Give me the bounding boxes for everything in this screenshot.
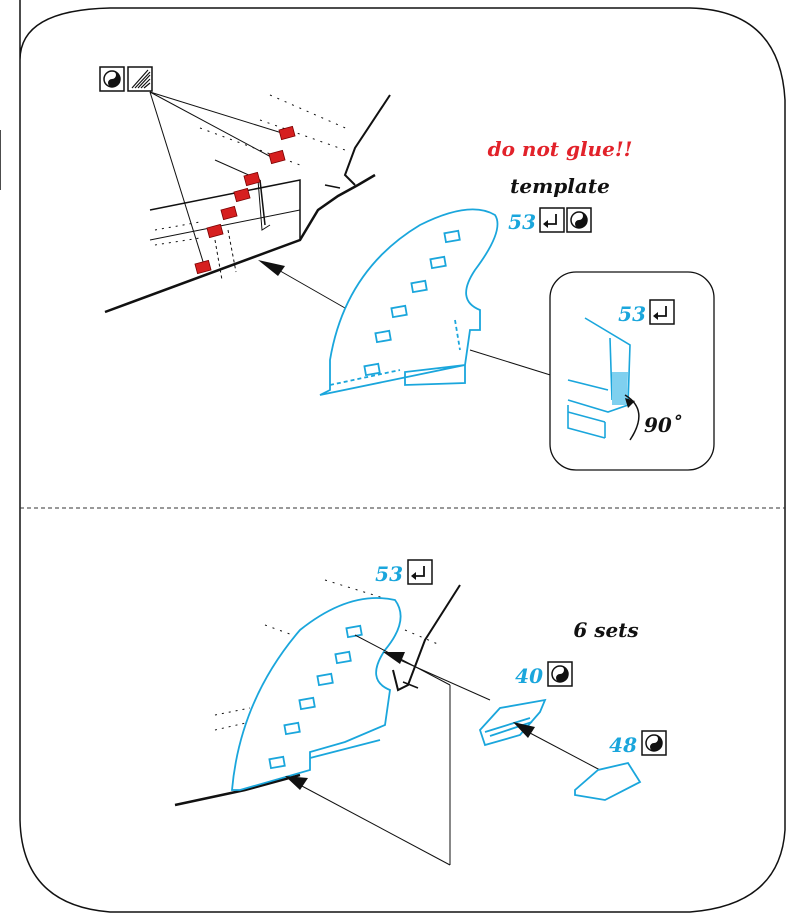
warning-label: do not glue!! [488, 137, 633, 161]
top-section: do not glue!! template 53 53 90˚ [99, 66, 715, 471]
glue-spots [194, 125, 296, 275]
sets-label: 6 sets [573, 618, 638, 642]
glue-icon [127, 66, 153, 92]
deck-structure-bottom [174, 579, 461, 807]
part-number-53: 53 [508, 210, 536, 234]
glue-spot [233, 187, 251, 203]
bottom-part-number-53: 53 [375, 562, 403, 586]
arrowhead [383, 652, 405, 664]
arrowhead [285, 776, 308, 790]
glue-spot [194, 259, 212, 275]
sheet-frame [19, 0, 786, 913]
glue-spot [268, 149, 286, 165]
glue-spot [278, 125, 296, 141]
paint-icon [547, 661, 573, 687]
glue-spot [206, 223, 224, 239]
inset-part-number-53: 53 [618, 302, 646, 326]
deck-structure [104, 94, 391, 314]
bottom-section: 53 6 sets 40 48 [174, 559, 667, 866]
paint-icon [99, 66, 125, 92]
bend-icon [407, 559, 433, 585]
fin-part-53 [231, 597, 402, 791]
part-number-48: 48 [609, 733, 637, 757]
angle-label: 90˚ [644, 413, 682, 437]
part-number-40: 40 [515, 664, 543, 688]
part-40 [478, 698, 547, 747]
paint-icon [566, 207, 592, 233]
bend-icon [539, 207, 565, 233]
glue-spot [243, 171, 261, 187]
arrowhead [513, 722, 535, 738]
template-label: template [510, 174, 610, 198]
bend-icon [649, 299, 675, 325]
paint-icon [641, 730, 667, 756]
arrowhead [258, 260, 285, 276]
part-48 [574, 761, 642, 801]
glue-spot [220, 205, 238, 221]
template-part-53 [319, 208, 499, 396]
